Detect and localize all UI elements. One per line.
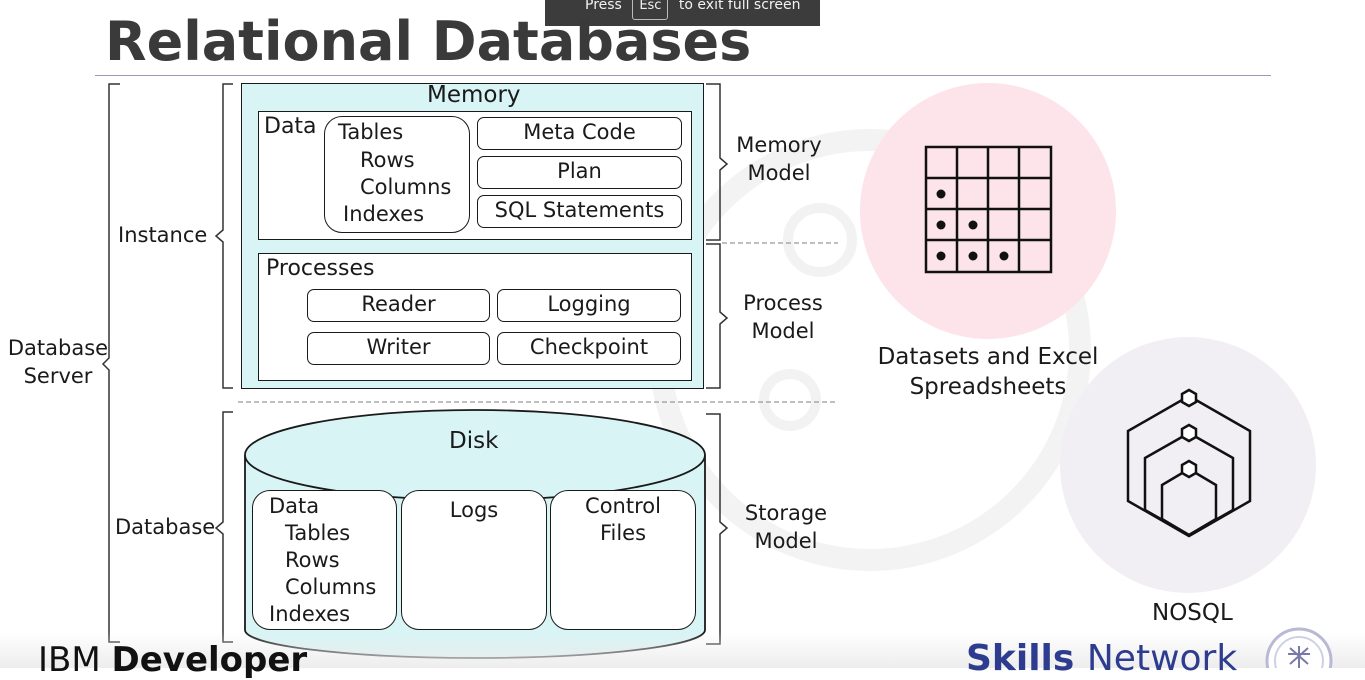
banner-press-text: Press [585,0,622,13]
ibm-developer-logo: IBM Developer [38,640,307,680]
nosql-label: NOSQL [1152,600,1233,626]
storage-model-label: Storage Model [737,499,835,555]
process-model-brace [706,243,729,389]
database-brace [214,411,233,643]
title-divider [95,75,1271,76]
database-server-line2: Server [23,364,93,388]
processes-title: Processes [266,256,375,281]
storage-model-line1: Storage [744,501,828,525]
memory-model-line1: Memory [736,133,822,157]
skills-network-logo: Skills Network [966,638,1237,679]
writer-box: Writer [307,332,490,365]
footer-bar [0,632,1365,668]
logs-label: Logs [449,498,499,522]
skills-network-emblem-icon [1265,627,1333,668]
control-files-line1: Control [585,494,661,518]
nested-hexagons-icon [1126,388,1252,538]
reader-box: Reader [307,289,490,322]
disk-item-data: Data [269,494,320,518]
disk-item-columns: Columns [285,575,377,599]
memory-item-indexes: Indexes [343,202,425,226]
logs-box: Logs [401,490,547,630]
memory-item-columns: Columns [360,175,452,199]
instance-label: Instance [118,223,208,247]
banner-exit-text: to exit full screen [678,0,801,13]
logging-box: Logging [497,289,681,322]
sql-statements-box: SQL Statements [477,195,682,228]
memory-model-label: Memory Model [730,131,828,187]
memory-model-line2: Model [747,161,811,185]
skills-logo-text: Skills [966,638,1075,679]
disk-item-tables: Tables [285,521,351,545]
memory-data-items-box: Tables Rows Columns Indexes [324,116,470,233]
spreadsheet-grid-icon [924,145,1053,274]
developer-logo-text: Developer [111,640,308,680]
disk-item-indexes: Indexes [269,602,351,626]
disk-data-box: Data Tables Rows Columns Indexes [252,490,397,630]
process-model-line1: Process [743,291,823,315]
database-server-line1: Database [7,336,109,360]
disk-item-rows: Rows [285,548,340,572]
storage-model-line2: Model [754,529,818,553]
page-title: Relational Databases [105,10,752,73]
datasets-line1: Datasets and Excel [877,344,1099,370]
esc-key-badge[interactable]: Esc [632,0,669,20]
datasets-line2: Spreadsheets [909,374,1067,400]
process-model-line2: Model [751,319,815,343]
checkpoint-box: Checkpoint [497,332,681,365]
meta-code-box: Meta Code [477,117,682,150]
plan-box: Plan [477,156,682,189]
network-logo-text: Network [1086,638,1238,679]
disk-title: Disk [449,428,499,454]
fullscreen-banner: Press Esc to exit full screen [545,0,820,26]
memory-item-rows: Rows [360,148,415,172]
memory-data-label: Data [264,114,317,139]
process-model-label: Process Model [734,289,832,345]
control-files-box: Control Files [550,490,696,630]
ibm-logo-text: IBM [38,640,101,680]
datasets-label: Datasets and Excel Spreadsheets [868,342,1108,402]
instance-brace [214,83,233,389]
database-server-label: Database Server [4,334,112,390]
memory-title: Memory [427,82,521,108]
memory-item-tables: Tables [338,120,404,144]
control-files-line2: Files [599,521,647,545]
database-label: Database [115,515,216,539]
memory-model-brace [706,83,729,241]
